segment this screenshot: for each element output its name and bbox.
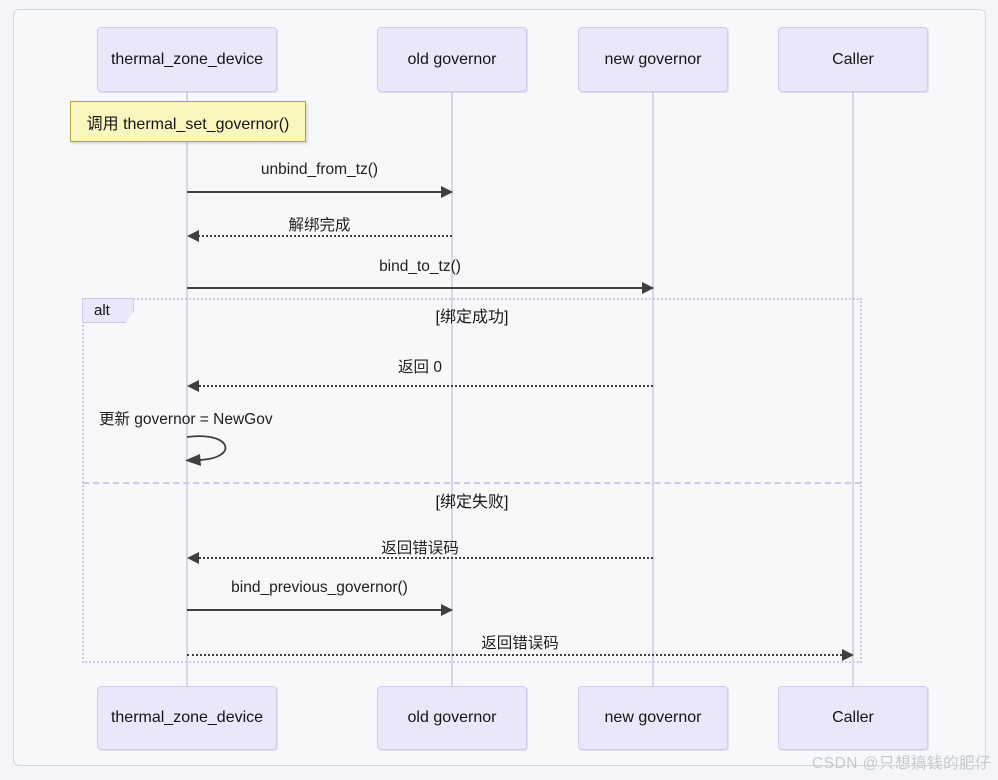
participant-label: Caller xyxy=(832,709,874,726)
arrowhead-left-icon xyxy=(187,552,199,564)
lifeline-old-governor xyxy=(451,92,453,686)
lifeline-new-governor xyxy=(652,92,654,686)
arrowhead-left-icon xyxy=(187,380,199,392)
alt-frame-tab: alt xyxy=(82,298,134,323)
participant-top-new-governor: new governor xyxy=(578,27,728,92)
participant-bottom-thermal-zone-device: thermal_zone_device xyxy=(97,686,277,750)
arrowhead-right-icon xyxy=(441,186,453,198)
participant-bottom-old-governor: old governor xyxy=(377,686,527,750)
message-line xyxy=(190,235,452,237)
message-label-return-0: 返回 0 xyxy=(398,359,442,376)
message-label-return-error-2: 返回错误码 xyxy=(481,635,559,652)
message-line xyxy=(187,287,653,289)
message-label-unbind-from-tz: unbind_from_tz() xyxy=(260,161,379,178)
note-call-thermal-set-governor: 调用 thermal_set_governor() xyxy=(70,101,306,142)
participant-bottom-caller: Caller xyxy=(778,686,928,750)
participant-label: thermal_zone_device xyxy=(110,50,264,68)
alt-frame xyxy=(82,298,862,663)
participant-label: thermal_zone_device xyxy=(110,709,264,726)
watermark: CSDN @只想搞钱的肥仔 xyxy=(812,755,991,772)
arrowhead-left-icon xyxy=(187,230,199,242)
message-label-return-error-1: 返回错误码 xyxy=(381,540,459,557)
participant-top-old-governor: old governor xyxy=(377,27,527,92)
participant-label: old governor xyxy=(407,709,497,726)
message-line xyxy=(190,385,653,387)
participant-top-caller: Caller xyxy=(778,27,928,92)
lifeline-caller xyxy=(852,92,854,686)
message-label-bind-to-tz: bind_to_tz() xyxy=(379,258,461,275)
note-text: 调用 thermal_set_governor() xyxy=(86,115,290,133)
arrowhead-right-icon xyxy=(842,649,854,661)
participant-label: new governor xyxy=(604,709,702,726)
message-label-update-governor: 更新 governor = NewGov xyxy=(99,411,273,428)
alt-condition-bind-success: [绑定成功] xyxy=(435,309,509,326)
message-line xyxy=(190,557,653,559)
alt-condition-bind-fail: [绑定失败] xyxy=(435,494,509,511)
participant-label: new governor xyxy=(604,50,702,68)
participant-label: Caller xyxy=(832,50,874,68)
participant-label: old governor xyxy=(407,50,497,68)
alt-divider xyxy=(83,482,861,484)
self-loop-arrow-icon xyxy=(185,435,227,466)
arrowhead-right-icon xyxy=(441,604,453,616)
participant-bottom-new-governor: new governor xyxy=(578,686,728,750)
message-label-unbind-done: 解绑完成 xyxy=(288,217,351,234)
arrowhead-right-icon xyxy=(642,282,654,294)
message-label-bind-previous-governor: bind_previous_governor() xyxy=(231,579,408,596)
alt-frame-label: alt xyxy=(94,302,110,319)
message-line xyxy=(187,654,850,656)
participant-top-thermal-zone-device: thermal_zone_device xyxy=(97,27,277,92)
message-line xyxy=(187,191,452,193)
message-line xyxy=(187,609,452,611)
